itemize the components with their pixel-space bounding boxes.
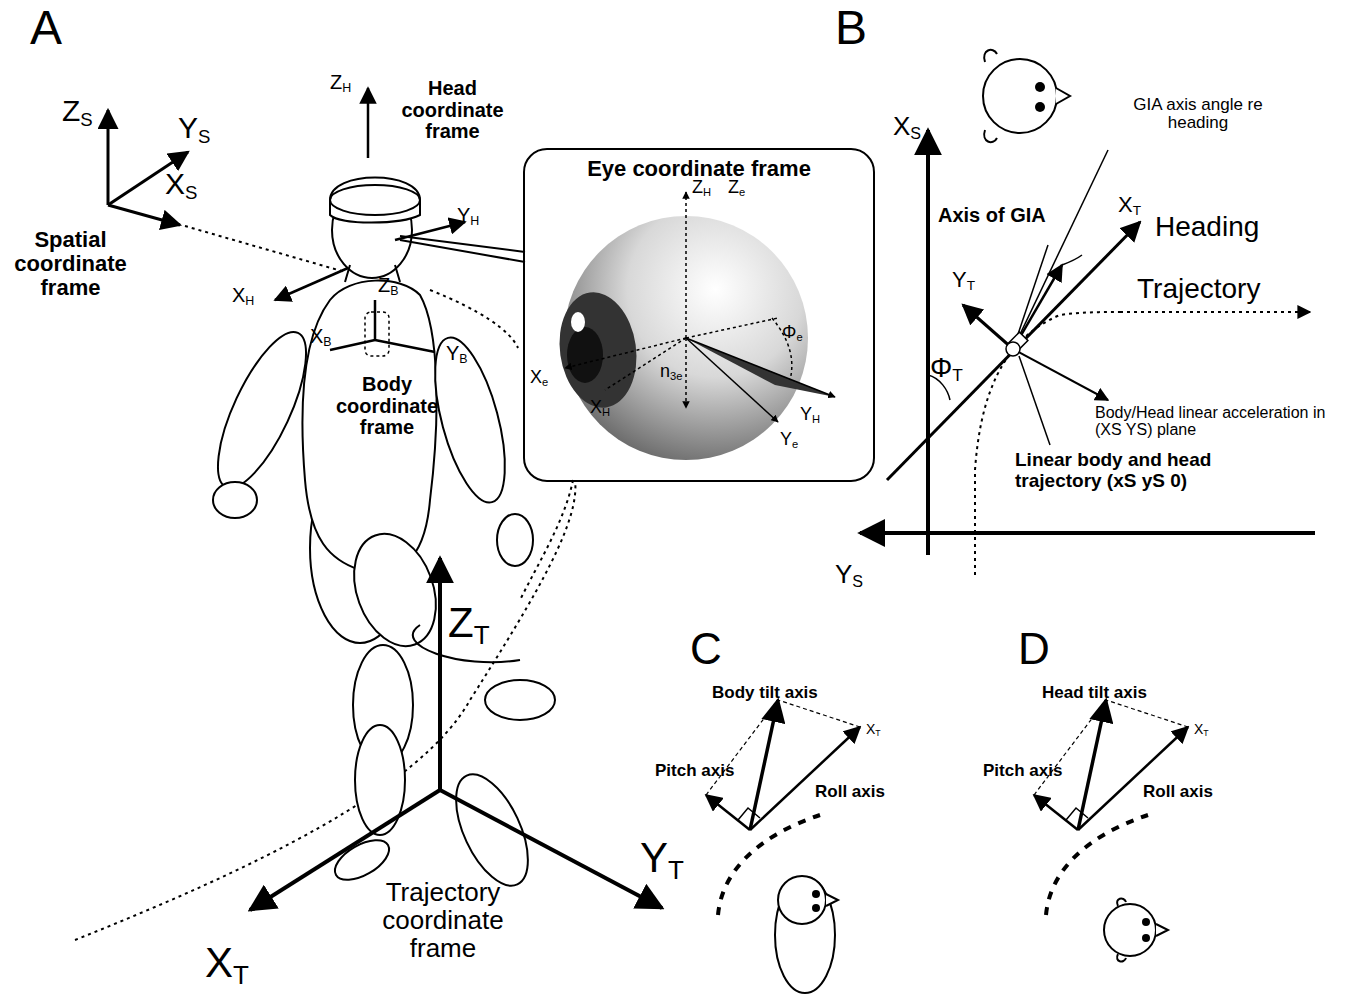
axis-label: ZT [448,600,490,649]
axis-label: XB [310,326,332,349]
panel-letter: D [1018,625,1050,673]
axis-label: Xe [530,368,548,388]
caption-text: Roll axis [815,783,885,801]
caption-text: GIA axis angle re heading [1118,96,1278,133]
axis-label: n3e [660,362,682,382]
axis-label: XH [232,285,254,308]
axis-label: YS [835,560,863,590]
axis-label: XS [165,168,197,203]
caption-text: Heading [1155,212,1259,242]
axis-label: ΦT [930,353,963,385]
axis-label: ZH [330,72,351,95]
panel-letter: B [835,2,867,54]
axis-label: XT [205,940,249,989]
caption-text: Body/Head linear acceleration in (XS YS)… [1095,404,1350,439]
caption-text: Body coordinate frame [326,374,448,439]
axis-label: YT [952,268,975,294]
axis-label: Ye [780,430,798,450]
axis-label: XS [893,112,921,142]
axis-label: XT [866,722,881,739]
caption-text: Axis of GIA [938,205,1046,227]
axis-label: Φe [782,323,803,343]
caption-text: Body tilt axis [712,684,818,702]
axis-label: ZH [692,178,711,198]
caption-text: Head coordinate frame [385,78,520,143]
axis-label: Ze [728,178,745,198]
axis-label: ZB [378,275,398,298]
caption-text: Head tilt axis [1042,684,1147,702]
caption-text: Spatial coordinate frame [8,228,133,299]
eye-frame-box: Eye coordinate frame [523,148,875,482]
axis-label: YH [457,205,479,228]
axis-label: YB [446,343,468,366]
panel-letter: C [690,625,722,673]
panel-letter: A [30,2,62,54]
axis-label: YS [178,112,210,147]
axis-label: XH [590,398,610,418]
axis-label: YH [800,405,820,425]
caption-text: Pitch axis [655,762,734,780]
caption-text: Trajectory [1137,274,1260,304]
axis-label: XT [1118,193,1141,219]
axis-label: YT [640,835,684,884]
axis-label: ZS [62,95,93,130]
caption-text: Roll axis [1143,783,1213,801]
caption-text: Pitch axis [983,762,1062,780]
caption-text: Linear body and head trajectory (xS yS 0… [1015,450,1265,491]
caption-text: Trajectory coordinate frame [352,878,534,962]
axis-label: XT [1194,722,1209,739]
